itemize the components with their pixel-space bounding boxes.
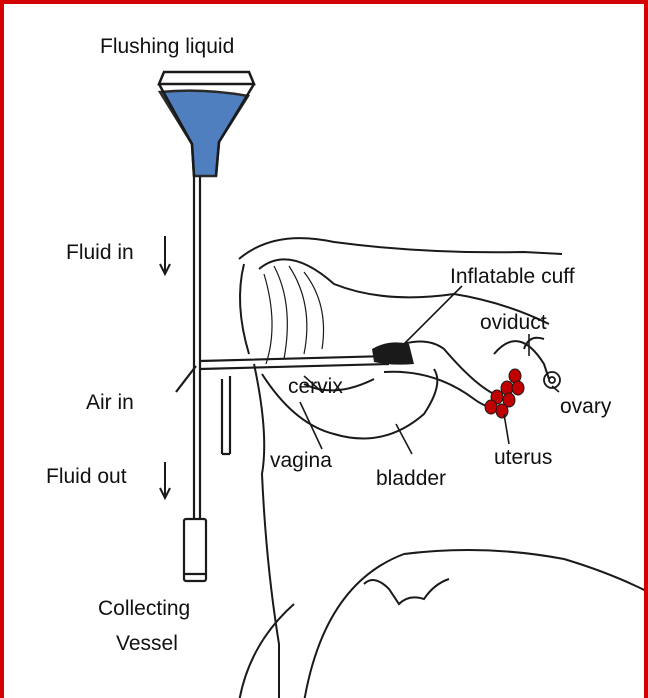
vagina-label: vagina (270, 449, 332, 472)
uterus-label: uterus (494, 446, 553, 469)
funnel (157, 70, 256, 178)
cervix-label: cervix (288, 375, 343, 398)
bladder-label: bladder (376, 467, 447, 490)
flushing-liquid-fill (157, 89, 251, 178)
inflatable-cuff (372, 342, 414, 365)
anatomy-illustration (157, 70, 644, 698)
arrows (159, 236, 171, 501)
collecting-vessel-label-line1: Collecting (98, 597, 191, 620)
collecting-vessel (182, 517, 208, 583)
ovary (543, 371, 561, 389)
flushing-liquid-label: Flushing liquid (100, 35, 235, 58)
fluid-out-label: Fluid out (46, 465, 127, 488)
embryos (484, 368, 525, 419)
ovary-label: ovary (560, 395, 612, 418)
air-in-label: Air in (86, 391, 134, 414)
body-outline (238, 237, 644, 698)
inflatable-cuff-label: Inflatable cuff (450, 265, 575, 288)
leader-lines (299, 285, 560, 455)
oviduct-label: oviduct (480, 311, 547, 334)
tubing (175, 176, 390, 519)
fluid-in-label: Fluid in (66, 241, 134, 264)
collecting-vessel-label-line2: Vessel (116, 632, 178, 655)
